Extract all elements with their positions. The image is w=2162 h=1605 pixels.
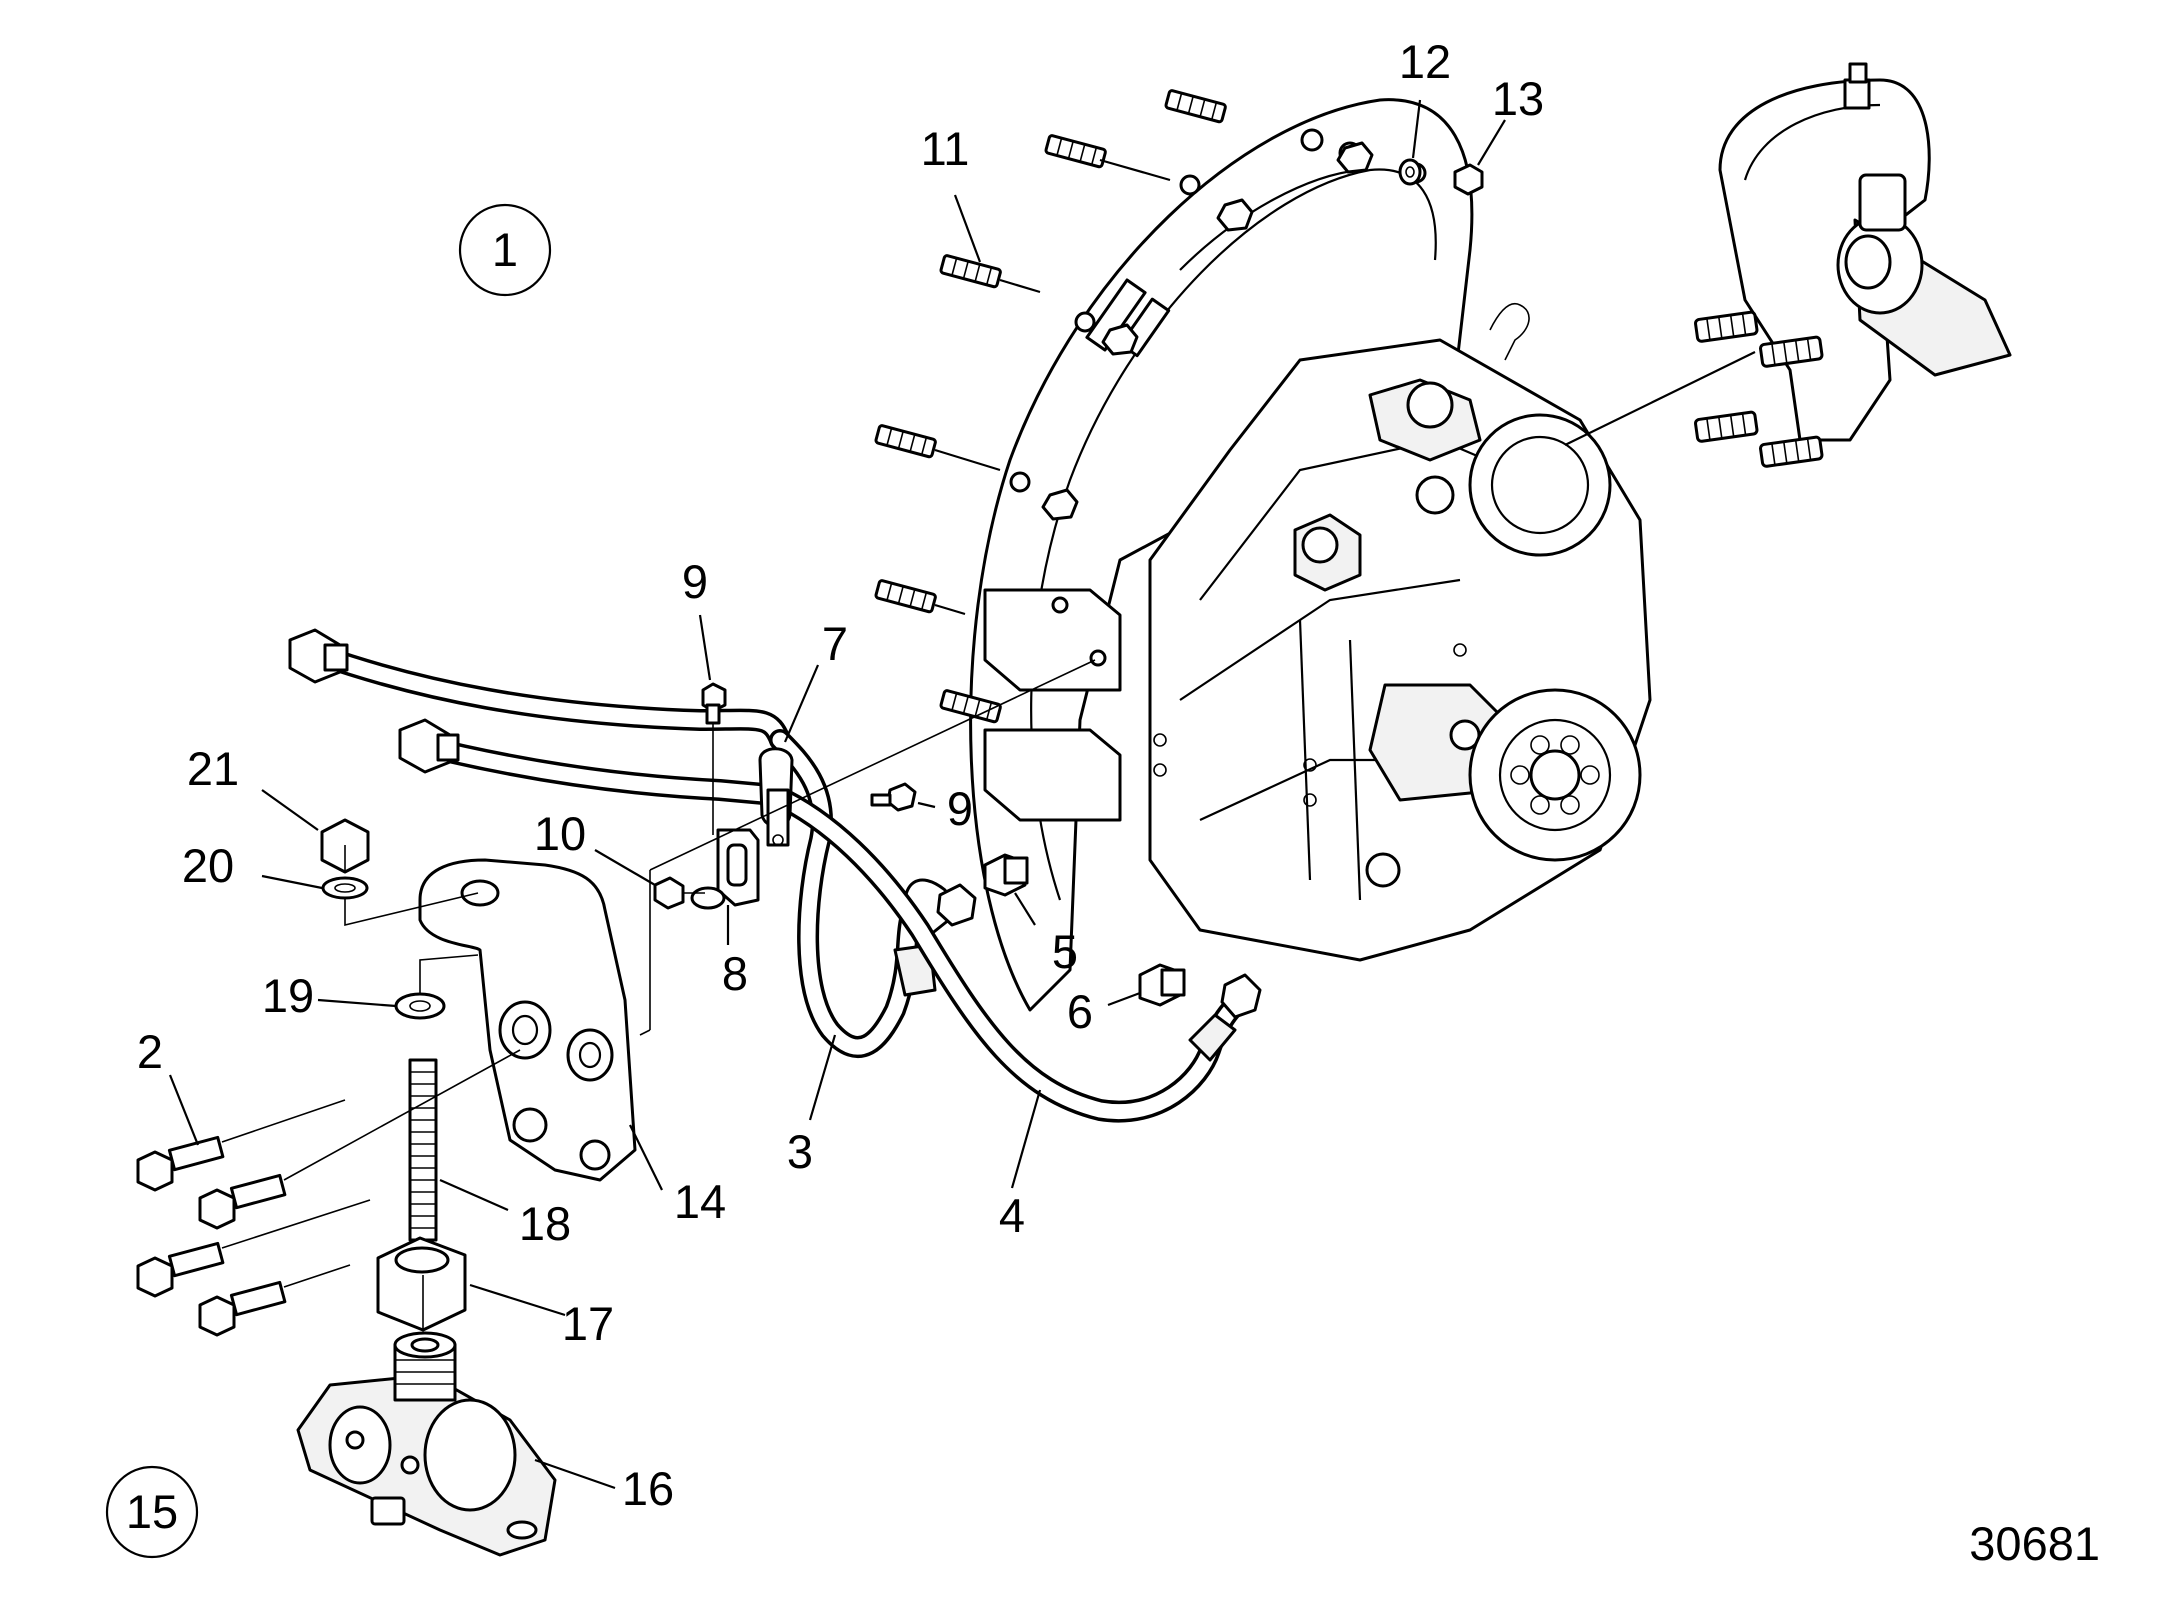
leader-19 (317, 998, 397, 1008)
callout-6: 6 (1067, 985, 1093, 1038)
fitting-5 (983, 853, 1029, 897)
callout-17: 17 (562, 1297, 614, 1350)
stud-18 (408, 1058, 438, 1242)
bracket-8 (690, 828, 760, 910)
nut-10 (653, 876, 685, 910)
leader-10 (594, 849, 656, 886)
callout-4: 4 (999, 1189, 1025, 1242)
leader-4 (1010, 1089, 1042, 1189)
leader-12 (1411, 99, 1422, 159)
group-callout-15: 15 (126, 1485, 178, 1538)
figure-number: 30681 (1969, 1517, 2100, 1570)
leader-9-lower (917, 801, 936, 809)
washer-19 (394, 992, 446, 1020)
leader-bracket-to-housing (649, 659, 1096, 871)
hose-clamp-7 (758, 747, 794, 847)
leader-11-stud-d (1099, 158, 1171, 182)
bolt-axis-d (283, 1264, 351, 1288)
leader-3 (808, 1034, 837, 1121)
callout-2: 2 (137, 1025, 163, 1078)
leader-2 (168, 1074, 200, 1146)
group-callout-1-circle (458, 203, 552, 297)
bolt-2-d (198, 1280, 287, 1337)
callout-18: 18 (519, 1197, 571, 1250)
bolt-2-c (136, 1241, 225, 1298)
callout-20: 20 (182, 839, 234, 892)
callout-9-lower: 9 (947, 782, 973, 835)
callout-7: 7 (822, 617, 848, 670)
callout-14: 14 (674, 1175, 726, 1228)
rubber-mount-16 (296, 1331, 557, 1557)
bolt-axis-c (221, 1199, 371, 1249)
leader-7 (783, 664, 820, 743)
callout-3: 3 (787, 1125, 813, 1178)
nut-13 (1453, 163, 1484, 196)
callout-19: 19 (262, 969, 314, 1022)
bolt-axis-b (283, 1049, 521, 1181)
bolt-axis-a (221, 1099, 346, 1143)
callout-10: 10 (534, 807, 586, 860)
leader-bracket-tail (639, 1029, 651, 1036)
fitting-6 (1138, 963, 1186, 1007)
callout-5: 5 (1052, 925, 1078, 978)
leader-13 (1477, 119, 1506, 166)
leader-right-mount (1564, 351, 1756, 446)
leader-21 (261, 789, 319, 831)
leader-11-stud-c (934, 603, 966, 616)
flywheel-housing (969, 98, 1530, 1012)
mount-bracket-14 (418, 858, 637, 1182)
bolt-2-b (198, 1173, 287, 1230)
callout-8: 8 (722, 947, 748, 1000)
hose-3 (769, 729, 957, 1058)
callout-21: 21 (187, 742, 239, 795)
leader-14 (629, 1124, 663, 1191)
washer-20-axis (344, 892, 479, 927)
nut-17 (376, 1236, 467, 1332)
leader-11-stud-b (934, 448, 1001, 472)
callout-16: 16 (622, 1462, 674, 1515)
bolt-2-a (136, 1135, 225, 1192)
group-callout-15-circle (105, 1465, 199, 1559)
gearbox-body (1148, 338, 1652, 962)
leader-18 (439, 1178, 509, 1212)
leader-11-stud-a (999, 278, 1041, 294)
leader-9-upper (698, 614, 712, 681)
leader-11 (953, 194, 982, 263)
bolt-9-upper (701, 682, 727, 725)
leader-5 (1014, 892, 1036, 926)
right-engine-mount (1718, 62, 2012, 442)
washer-20 (321, 876, 369, 900)
hose-4 (764, 784, 1262, 1123)
leader-16 (534, 1458, 616, 1490)
leader-6 (1107, 991, 1141, 1007)
leader-17 (469, 1283, 566, 1317)
housing-studs (874, 89, 1227, 724)
washer-12 (1398, 158, 1422, 186)
callout-11: 11 (921, 122, 970, 175)
group-callout-1: 1 (492, 223, 518, 276)
hose-upper (288, 628, 791, 806)
washer-19-axis (419, 954, 479, 994)
leader-20 (261, 874, 323, 890)
callout-9-upper: 9 (682, 555, 708, 608)
right-mount-studs (1694, 310, 1824, 468)
callout-13: 13 (1492, 72, 1544, 125)
bolt-9-lower (870, 782, 917, 812)
callout-12: 12 (1399, 35, 1451, 88)
